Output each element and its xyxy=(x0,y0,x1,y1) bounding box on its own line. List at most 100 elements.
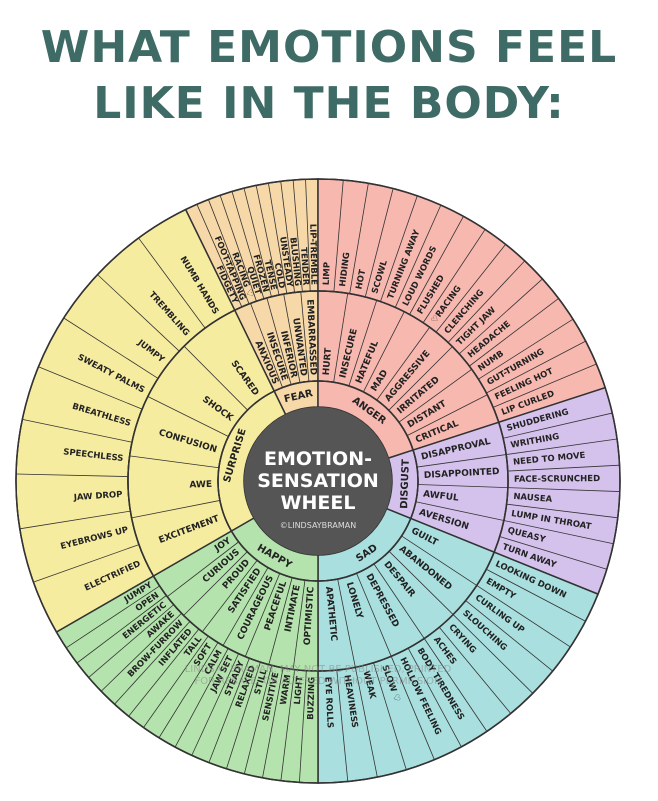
sensation-divider xyxy=(438,627,512,714)
sensation-divider xyxy=(16,473,129,477)
page-title: WHAT EMOTIONS FEEL LIKE IN THE BODY: xyxy=(0,20,658,132)
sensation-divider xyxy=(280,669,296,781)
sensation-divider xyxy=(506,503,618,519)
sensation-divider xyxy=(305,179,311,292)
sensation-divider xyxy=(292,179,303,292)
sensation-divider xyxy=(243,665,273,774)
sensation-divider xyxy=(63,317,159,379)
secondary-divider xyxy=(283,294,301,383)
sensation-divider xyxy=(280,181,295,293)
secondary-divider xyxy=(266,297,292,385)
sensation-label: NAUSEA xyxy=(513,492,553,505)
secondary-divider xyxy=(401,535,477,586)
sensation-divider xyxy=(88,604,174,678)
sensation-divider xyxy=(100,612,182,692)
sensation-label: BUZZING xyxy=(306,677,317,720)
sensation-divider xyxy=(458,278,543,355)
sensation-divider xyxy=(486,340,586,394)
sensation-divider xyxy=(138,237,206,329)
sensation-divider xyxy=(255,185,280,296)
sensation-divider xyxy=(219,195,257,302)
sensation-divider xyxy=(114,621,191,705)
sensation-divider xyxy=(196,204,243,308)
sensation-divider xyxy=(409,216,464,315)
watermark-line-1: LINDSAY BRAMAN. MAY NOT BE PUBLISHED, PR… xyxy=(185,664,452,675)
sensation-divider xyxy=(373,662,407,770)
secondary-divider xyxy=(388,551,454,615)
sensation-divider xyxy=(492,363,597,408)
sensation-divider xyxy=(208,199,250,305)
sensation-divider xyxy=(476,585,571,648)
secondary-divider xyxy=(202,560,258,632)
secondary-label: EMBARRASSED xyxy=(304,299,317,375)
sensation-divider xyxy=(66,585,160,649)
secondary-divider xyxy=(406,394,488,436)
secondary-divider xyxy=(244,573,281,657)
sensation-divider xyxy=(226,661,261,769)
sensation-divider xyxy=(422,229,486,323)
sensation-divider xyxy=(262,667,284,778)
sensation-divider xyxy=(507,487,620,492)
sensation-divider xyxy=(158,642,219,738)
secondary-divider xyxy=(300,291,310,382)
sensation-divider xyxy=(299,670,307,783)
sensation-divider xyxy=(478,318,574,380)
wheel-center: EMOTION- SENSATION WHEEL ©LINDSAYBRAMAN xyxy=(244,407,392,555)
sensation-label: JAW DROP xyxy=(72,490,122,503)
sensation-label: LIGHT xyxy=(293,676,306,705)
sensation-divider xyxy=(452,614,534,694)
sensation-divider xyxy=(503,412,613,439)
ring-outline xyxy=(127,290,509,672)
sensation-divider xyxy=(364,188,394,298)
sensation-divider xyxy=(447,260,526,343)
sensation-divider xyxy=(407,648,462,748)
sensation-divider xyxy=(435,244,506,333)
author-signature: ©LINDSAYBRAMAN xyxy=(280,521,356,530)
title-line-2: LIKE IN THE BODY: xyxy=(93,78,565,129)
secondary-divider xyxy=(131,500,220,519)
sensation-divider xyxy=(349,183,369,294)
sensation-divider xyxy=(143,635,209,728)
sensation-label: FACE-SCRUNCHED xyxy=(514,474,600,485)
sensation-divider xyxy=(336,670,349,782)
sensation-divider xyxy=(394,204,442,308)
sensation-divider xyxy=(191,653,239,756)
secondary-emotion-ring: ANXIOUSINSECUREINFERIORUNWANTEDEMBARRASS… xyxy=(127,290,509,672)
sensation-divider xyxy=(465,600,553,672)
secondary-divider xyxy=(337,578,356,668)
secondary-divider xyxy=(147,396,229,437)
secondary-divider xyxy=(333,293,349,383)
sensation-divider xyxy=(506,438,618,455)
secondary-divider xyxy=(417,484,508,489)
sensation-divider xyxy=(208,658,250,763)
center-title-line-1: EMOTION- xyxy=(264,448,372,470)
secondary-divider xyxy=(388,346,453,411)
sensation-divider xyxy=(469,298,559,367)
sensation-label: LIMP xyxy=(322,262,333,286)
secondary-label: DISAPPOINTED xyxy=(424,467,500,481)
core-label-disgust: DISGUST xyxy=(399,459,412,509)
secondary-divider xyxy=(398,368,472,423)
sensation-divider xyxy=(507,464,620,472)
sensation-label: HIDING xyxy=(338,252,352,288)
center-title-line-2: SENSATION xyxy=(257,470,379,492)
sensation-divider xyxy=(267,183,288,294)
secondary-label: HURT xyxy=(322,347,334,376)
sensation-divider xyxy=(503,520,614,545)
sensation-divider xyxy=(38,366,143,410)
secondary-divider xyxy=(250,303,283,388)
center-title-line-3: WHEEL xyxy=(281,492,356,514)
title-line-1: WHAT EMOTIONS FEEL xyxy=(40,22,618,73)
secondary-divider xyxy=(373,563,425,639)
sensation-divider xyxy=(174,648,229,748)
sensation-divider xyxy=(243,188,272,297)
sensation-divider xyxy=(19,510,131,530)
sensation-divider xyxy=(380,195,418,302)
secondary-divider xyxy=(167,541,239,597)
secondary-divider xyxy=(363,311,405,393)
secondary-divider xyxy=(356,573,392,657)
ring-outline xyxy=(217,380,419,582)
secondary-divider xyxy=(416,454,507,468)
